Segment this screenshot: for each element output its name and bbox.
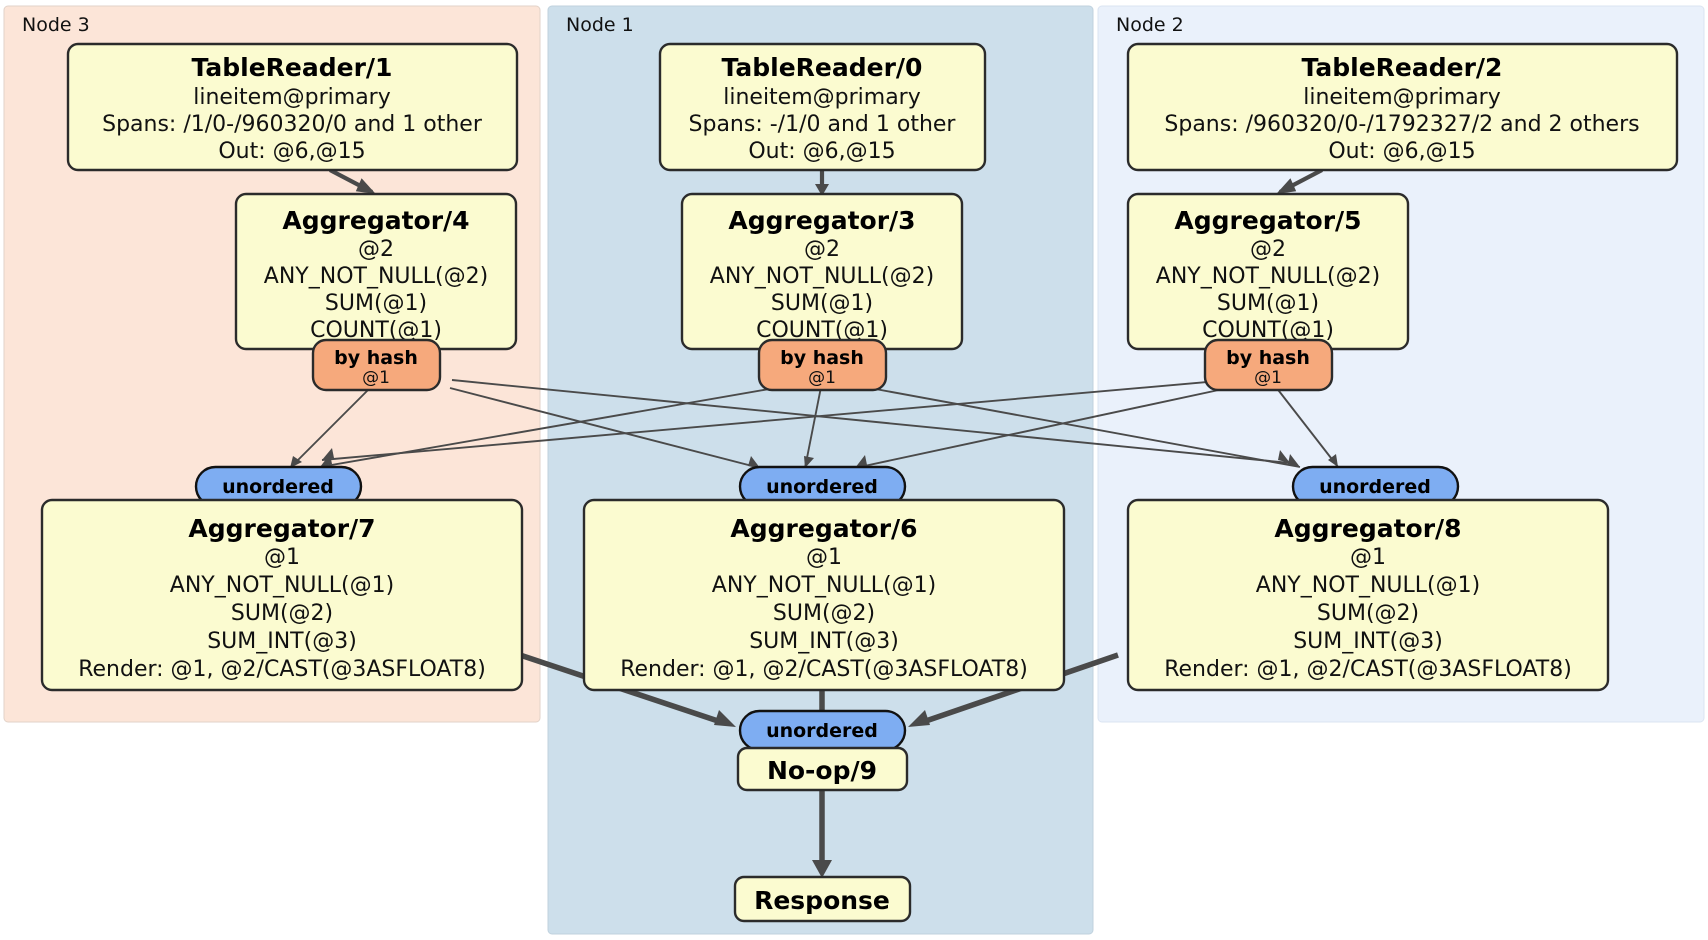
aggregator-5-line-2: SUM(@1) (1217, 291, 1319, 316)
aggregator-4-line-1: ANY_NOT_NULL(@2) (264, 264, 488, 289)
aggregator-7-line-0: @1 (264, 545, 300, 570)
edge-hash5-unordered-left (321, 379, 1231, 461)
aggregator-8-line-4: Render: @1, @2/CAST(@3ASFLOAT8) (1164, 657, 1572, 682)
edge-hash5-unordered-right (1271, 381, 1339, 468)
aggregator-5[interactable]: Aggregator/5 @2 ANY_NOT_NULL(@2) SUM(@1)… (1126, 192, 1410, 351)
response-box[interactable]: Response (733, 875, 912, 923)
aggregator-5-title: Aggregator/5 (1174, 206, 1361, 235)
hash-badge-3-sub: @1 (808, 368, 836, 388)
aggregator-5-line-0: @2 (1250, 237, 1286, 262)
hash-badge-5[interactable]: by hash @1 (1203, 338, 1334, 392)
table-reader-2[interactable]: TableReader/2 lineitem@primary Spans: /9… (1126, 42, 1679, 172)
aggregator-4-line-0: @2 (358, 237, 394, 262)
table-reader-0[interactable]: TableReader/0 lineitem@primary Spans: -/… (658, 42, 987, 172)
edge-hash3-unordered-right (869, 387, 1301, 468)
unordered-badge-left-label: unordered (222, 476, 334, 498)
aggregator-7-line-4: Render: @1, @2/CAST(@3ASFLOAT8) (78, 657, 486, 682)
aggregator-7-line-2: SUM(@2) (231, 601, 333, 626)
aggregator-3-title: Aggregator/3 (728, 206, 915, 235)
aggregator-8-line-3: SUM_INT(@3) (1293, 629, 1443, 654)
aggregator-3-line-2: SUM(@1) (771, 291, 873, 316)
unordered-badge-right-label: unordered (1319, 476, 1431, 498)
edge-hash4-unordered-mid (449, 387, 761, 469)
aggregator-7[interactable]: Aggregator/7 @1 ANY_NOT_NULL(@1) SUM(@2)… (40, 498, 524, 692)
table-reader-0-line-1: Spans: -/1/0 and 1 other (689, 112, 957, 137)
aggregator-6-title: Aggregator/6 (730, 514, 917, 543)
edge-hash4-unordered-right (451, 379, 1291, 464)
aggregator-8-title: Aggregator/8 (1274, 514, 1461, 543)
hash-badge-3-title: by hash (780, 347, 864, 369)
unordered-badge-left[interactable]: unordered (194, 465, 363, 508)
unordered-badge-final-label: unordered (766, 720, 878, 742)
table-reader-1-line-1: Spans: /1/0-/960320/0 and 1 other (102, 112, 483, 137)
table-reader-2-line-2: Out: @6,@15 (1328, 139, 1475, 164)
panel-label-node2: Node 2 (1116, 14, 1184, 36)
aggregator-4-title: Aggregator/4 (282, 206, 469, 235)
aggregator-8[interactable]: Aggregator/8 @1 ANY_NOT_NULL(@1) SUM(@2)… (1126, 498, 1610, 692)
unordered-badge-mid[interactable]: unordered (738, 465, 907, 508)
aggregator-6-line-4: Render: @1, @2/CAST(@3ASFLOAT8) (620, 657, 1028, 682)
aggregator-3[interactable]: Aggregator/3 @2 ANY_NOT_NULL(@2) SUM(@1)… (680, 192, 964, 351)
unordered-badge-final[interactable]: unordered (738, 709, 907, 752)
aggregator-8-line-0: @1 (1350, 545, 1386, 570)
panel-label-node3: Node 3 (22, 14, 90, 36)
table-reader-0-title: TableReader/0 (722, 53, 923, 82)
aggregator-8-line-2: SUM(@2) (1317, 601, 1419, 626)
table-reader-1[interactable]: TableReader/1 lineitem@primary Spans: /1… (66, 42, 519, 172)
hash-badge-5-sub: @1 (1254, 368, 1282, 388)
no-op-9[interactable]: No-op/9 (736, 746, 909, 792)
table-reader-0-line-0: lineitem@primary (723, 85, 921, 110)
aggregator-8-line-1: ANY_NOT_NULL(@1) (1256, 573, 1480, 598)
edge-hash3-unordered-mid (804, 381, 823, 469)
table-reader-0-line-2: Out: @6,@15 (748, 139, 895, 164)
aggregator-4-line-2: SUM(@1) (325, 291, 427, 316)
hash-badge-4-sub: @1 (362, 368, 390, 388)
aggregator-7-line-3: SUM_INT(@3) (207, 629, 357, 654)
aggregator-4[interactable]: Aggregator/4 @2 ANY_NOT_NULL(@2) SUM(@1)… (234, 192, 518, 351)
edge-hash5-unordered-mid (854, 387, 1229, 469)
aggregator-3-line-1: ANY_NOT_NULL(@2) (710, 264, 934, 289)
edge-noop-response (812, 785, 832, 878)
no-op-9-title: No-op/9 (767, 756, 877, 785)
panel-label-node1: Node 1 (566, 14, 634, 36)
aggregator-3-line-0: @2 (804, 237, 840, 262)
aggregator-6[interactable]: Aggregator/6 @1 ANY_NOT_NULL(@1) SUM(@2)… (582, 498, 1066, 692)
edge-tr1-agg4 (329, 168, 376, 195)
table-reader-2-line-0: lineitem@primary (1303, 85, 1501, 110)
table-reader-1-line-0: lineitem@primary (193, 85, 391, 110)
aggregator-6-line-0: @1 (806, 545, 842, 570)
aggregator-5-line-1: ANY_NOT_NULL(@2) (1156, 264, 1380, 289)
hash-badge-4-title: by hash (334, 347, 418, 369)
edge-tr0-agg3 (815, 170, 829, 196)
table-reader-1-title: TableReader/1 (192, 53, 393, 82)
table-reader-1-line-2: Out: @6,@15 (218, 139, 365, 164)
aggregator-6-line-2: SUM(@2) (773, 601, 875, 626)
aggregator-6-line-3: SUM_INT(@3) (749, 629, 899, 654)
unordered-badge-mid-label: unordered (766, 476, 878, 498)
aggregator-7-title: Aggregator/7 (188, 514, 375, 543)
hash-badge-3[interactable]: by hash @1 (757, 338, 888, 392)
table-reader-2-line-1: Spans: /960320/0-/1792327/2 and 2 others (1164, 112, 1639, 137)
hash-badge-5-title: by hash (1226, 347, 1310, 369)
response-box-title: Response (754, 886, 890, 915)
edge-hash4-unordered-left (289, 381, 377, 469)
aggregator-6-line-1: ANY_NOT_NULL(@1) (712, 573, 936, 598)
hash-badge-4[interactable]: by hash @1 (311, 338, 442, 392)
edge-tr2-agg5 (1276, 168, 1323, 195)
table-reader-2-title: TableReader/2 (1302, 53, 1503, 82)
aggregator-7-line-1: ANY_NOT_NULL(@1) (170, 573, 394, 598)
